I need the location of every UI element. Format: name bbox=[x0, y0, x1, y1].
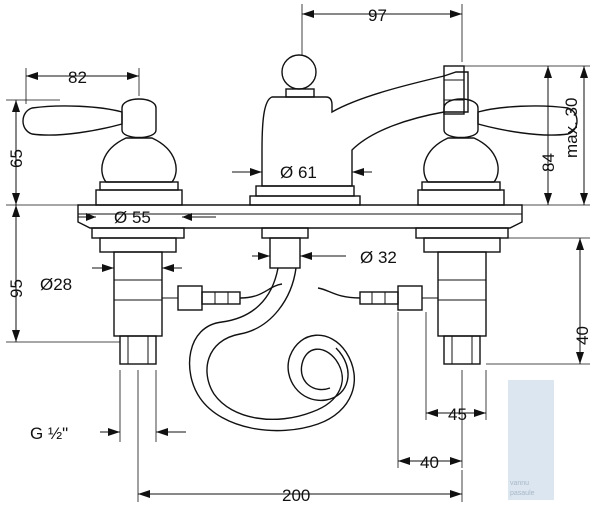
hose-loop bbox=[188, 267, 355, 432]
left-lever-hub bbox=[121, 98, 157, 139]
right-bell bbox=[423, 137, 499, 183]
right-shank bbox=[437, 251, 487, 337]
dim-spout-dia: Ø 61 bbox=[280, 163, 317, 182]
dim-total-width: 200 bbox=[282, 486, 310, 505]
watermark-shape bbox=[508, 380, 554, 500]
right-valve bbox=[415, 98, 578, 365]
dim-hose-dia: Ø 32 bbox=[360, 248, 397, 267]
left-bell bbox=[101, 137, 177, 183]
dim-offset-45: 45 bbox=[448, 405, 467, 424]
spout-body bbox=[261, 71, 469, 187]
watermark-line1: vannu bbox=[510, 480, 529, 487]
watermark-line2: pasaule bbox=[510, 490, 535, 497]
left-shank bbox=[113, 251, 163, 337]
dim-handle-height: 65 bbox=[7, 149, 26, 168]
right-lever-hub bbox=[443, 98, 479, 139]
dimension-lines bbox=[6, 4, 590, 502]
dim-handle-width: 82 bbox=[68, 68, 87, 87]
dimension-labels: 97 82 max. 30 65 84 Ø 61 Ø 55 95 Ø28 Ø 3… bbox=[7, 6, 592, 505]
centre-spout bbox=[249, 54, 469, 269]
connector-hoses bbox=[162, 283, 438, 311]
watermark: vannu pasaule bbox=[508, 380, 554, 500]
dim-top-width: 97 bbox=[368, 6, 387, 25]
right-lever bbox=[477, 105, 578, 136]
spout-nozzle bbox=[443, 65, 465, 115]
dim-right-shank: 40 bbox=[573, 326, 592, 345]
dim-base-dia: Ø 55 bbox=[114, 208, 151, 227]
dim-offset-40: 40 bbox=[420, 453, 439, 472]
right-inlet bbox=[443, 335, 481, 365]
dim-max-height: max. 30 bbox=[562, 98, 581, 158]
dim-thread: G ½" bbox=[30, 424, 68, 443]
spout-knob bbox=[281, 54, 317, 90]
dim-right-height: 84 bbox=[539, 153, 558, 172]
dim-shank-dia: Ø28 bbox=[40, 275, 72, 294]
dim-shank-height: 95 bbox=[7, 279, 26, 298]
left-valve bbox=[22, 98, 185, 365]
left-lever bbox=[22, 105, 123, 136]
left-inlet bbox=[119, 335, 157, 365]
